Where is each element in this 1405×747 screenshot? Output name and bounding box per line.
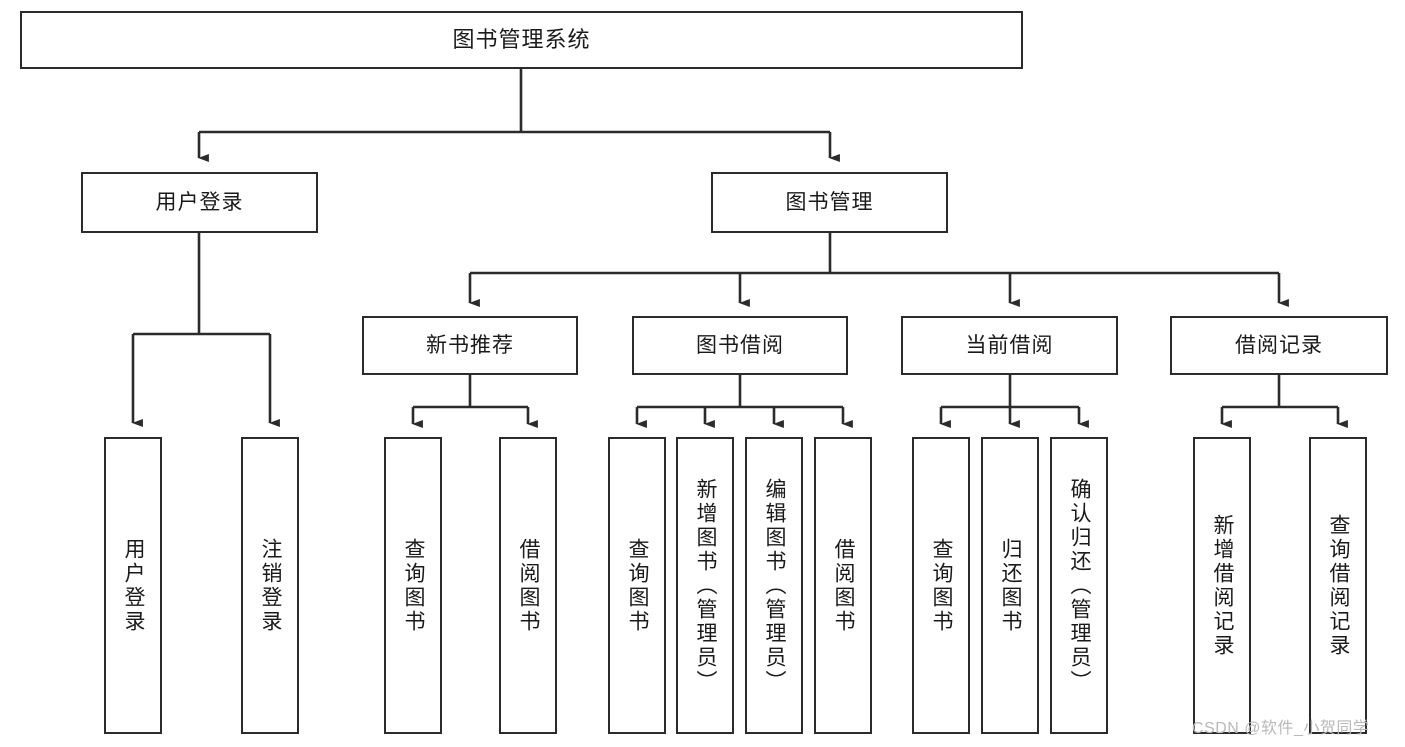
leaf-user-logout[interactable]: 注销登录 [241, 437, 299, 734]
node-root[interactable]: 图书管理系统 [20, 11, 1023, 69]
node-root-label: 图书管理系统 [452, 26, 591, 52]
node-borrow-record-label: 借阅记录 [1235, 333, 1323, 357]
leaf-query-book-borrow-label: 查询图书 [626, 537, 650, 634]
leaf-borrow-book-borrow-label: 借阅图书 [832, 537, 856, 634]
node-current-borrow[interactable]: 当前借阅 [901, 316, 1118, 375]
leaf-user-logout-label: 注销登录 [259, 537, 283, 634]
leaf-edit-book-label: 编辑图书（管理员） [763, 477, 787, 694]
node-new-book-rec[interactable]: 新书推荐 [362, 316, 578, 375]
leaf-confirm-return[interactable]: 确认归还（管理员） [1050, 437, 1108, 734]
leaf-query-book-rec-label: 查询图书 [402, 537, 426, 634]
leaf-confirm-return-label: 确认归还（管理员） [1068, 477, 1092, 694]
leaf-add-book-label: 新增图书（管理员） [694, 477, 718, 694]
leaf-user-login-label: 用户登录 [122, 537, 146, 634]
node-user-login-label: 用户登录 [155, 190, 244, 214]
node-current-borrow-label: 当前借阅 [965, 333, 1054, 357]
leaf-query-record-label: 查询借阅记录 [1327, 513, 1351, 658]
leaf-edit-book[interactable]: 编辑图书（管理员） [745, 437, 803, 734]
watermark: CSDN @软件_小贺同学 [1192, 720, 1370, 737]
node-book-mgmt-label: 图书管理 [785, 190, 874, 214]
node-borrow-record[interactable]: 借阅记录 [1170, 316, 1388, 375]
leaf-add-record-label: 新增借阅记录 [1211, 513, 1235, 658]
leaf-query-book-rec[interactable]: 查询图书 [384, 437, 442, 734]
leaf-borrow-book-borrow[interactable]: 借阅图书 [814, 437, 872, 734]
leaf-borrow-book-rec-label: 借阅图书 [517, 537, 541, 634]
node-new-book-rec-label: 新书推荐 [426, 333, 514, 357]
leaf-query-book-borrow[interactable]: 查询图书 [608, 437, 666, 734]
node-book-mgmt[interactable]: 图书管理 [711, 172, 948, 233]
leaf-return-book-label: 归还图书 [999, 537, 1023, 634]
leaf-query-book-current-label: 查询图书 [930, 537, 954, 634]
leaf-user-login[interactable]: 用户登录 [104, 437, 162, 734]
node-user-login[interactable]: 用户登录 [81, 172, 318, 233]
leaf-borrow-book-rec[interactable]: 借阅图书 [499, 437, 557, 734]
leaf-query-record[interactable]: 查询借阅记录 [1309, 437, 1367, 734]
leaf-query-book-current[interactable]: 查询图书 [912, 437, 970, 734]
leaf-add-book[interactable]: 新增图书（管理员） [676, 437, 734, 734]
leaf-return-book[interactable]: 归还图书 [981, 437, 1039, 734]
node-book-borrow-label: 图书借阅 [696, 333, 784, 357]
node-book-borrow[interactable]: 图书借阅 [632, 316, 848, 375]
leaf-add-record[interactable]: 新增借阅记录 [1193, 437, 1251, 734]
